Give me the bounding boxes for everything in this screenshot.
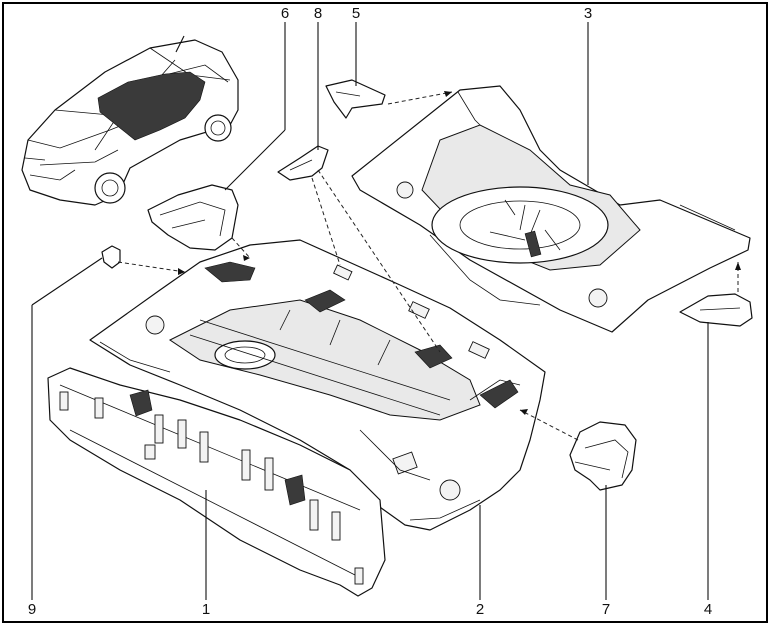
- callout-labels: 1 2 3 4 5 6 7 8 9: [28, 5, 712, 618]
- part-1-rear-panel: [47, 367, 386, 597]
- part-5-bracket: [325, 79, 386, 119]
- leader-lines: [31, 22, 709, 600]
- callout-9: 9: [28, 601, 36, 618]
- part-7-reinforcement: [569, 421, 637, 491]
- part-2-main-floor: [89, 239, 546, 531]
- highlighted-floor-area: [97, 71, 206, 141]
- callout-2: 2: [476, 601, 484, 618]
- callout-3: 3: [584, 5, 592, 22]
- callout-5: 5: [352, 5, 360, 22]
- assembly-guide-lines: [117, 91, 741, 441]
- part-3-rear-floor-panel: [351, 85, 751, 333]
- part-4-bracket: [679, 293, 753, 327]
- part-6-reinforcement: [147, 184, 239, 251]
- callout-1: 1: [202, 601, 210, 618]
- car-locator-inset: [21, 35, 239, 206]
- callout-7: 7: [602, 601, 610, 618]
- part-9-clip: [101, 245, 121, 269]
- part-8-bracket: [277, 145, 329, 181]
- callout-6: 6: [281, 5, 289, 22]
- callout-4: 4: [704, 601, 712, 618]
- callout-8: 8: [314, 5, 322, 22]
